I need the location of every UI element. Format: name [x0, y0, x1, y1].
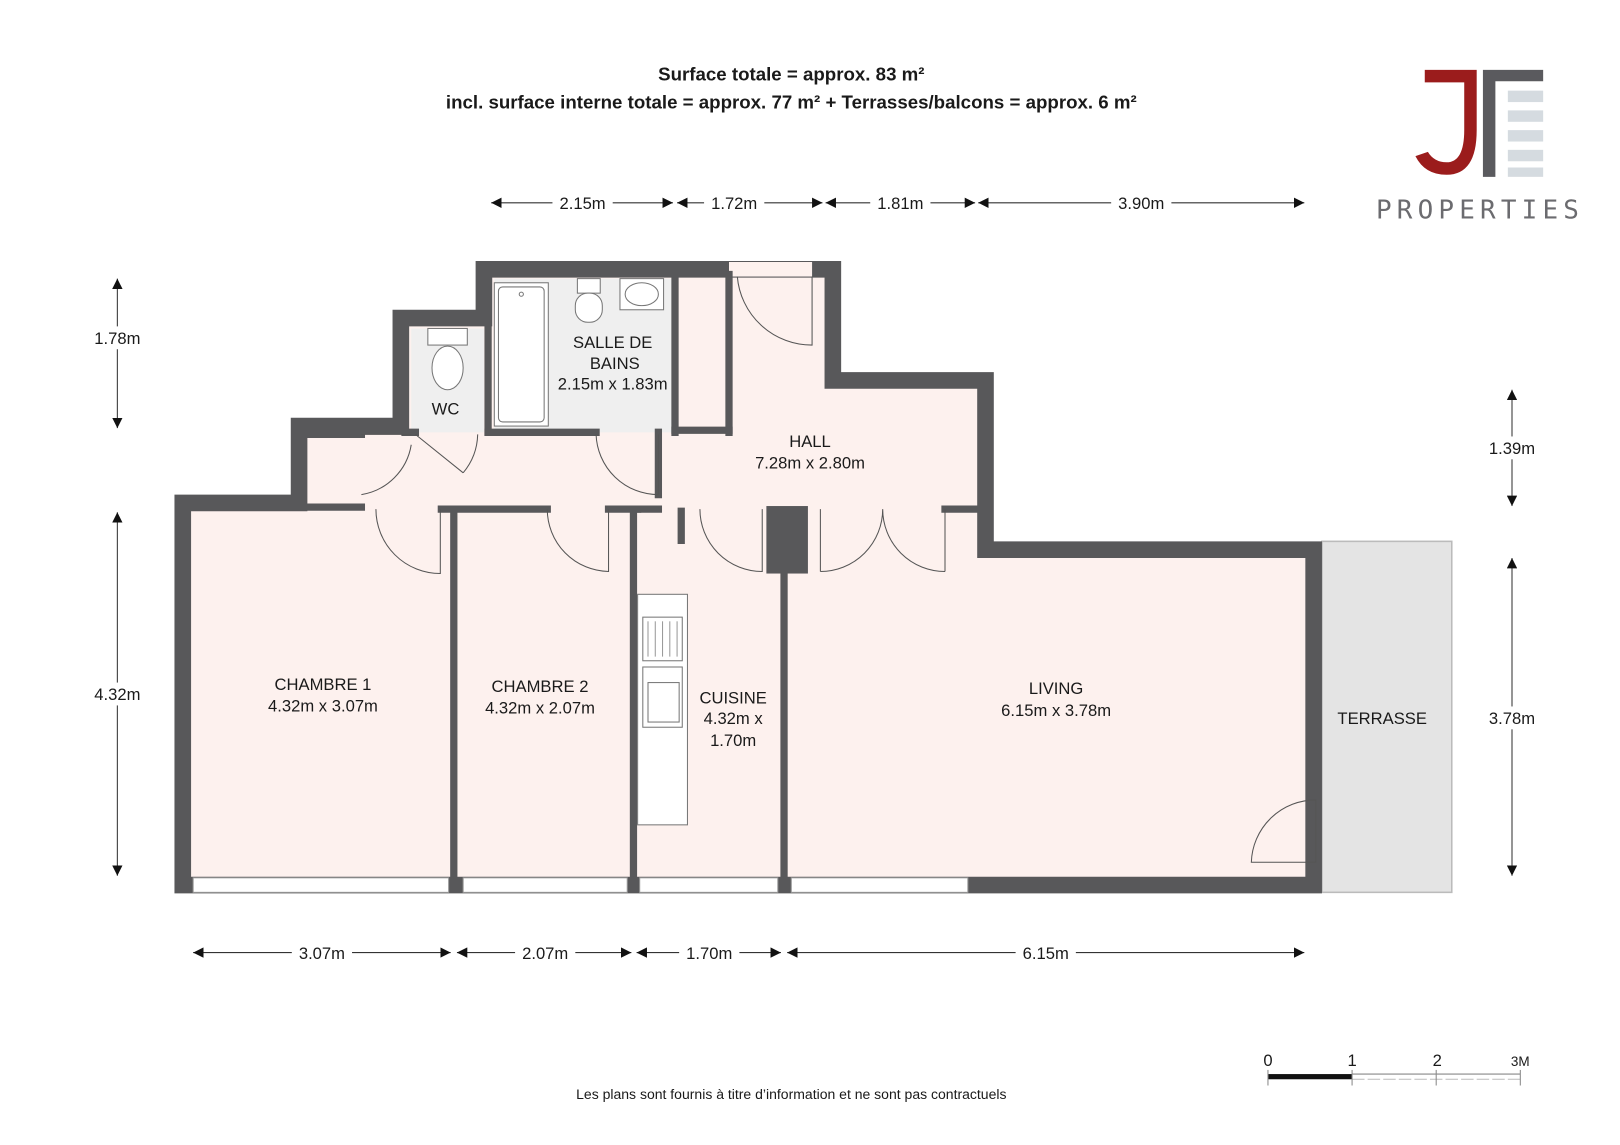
- doors: [361, 276, 1317, 863]
- bath-toilet-icon: [574, 278, 603, 323]
- wc-name: WC: [432, 400, 460, 419]
- dim-left-2: 4.32m: [94, 685, 140, 704]
- chambre1-name: CHAMBRE 1: [275, 675, 372, 694]
- dim-top-3: 1.81m: [877, 194, 923, 213]
- logo-name: PROPERTIES: [1376, 195, 1584, 225]
- living-name: LIVING: [1029, 679, 1083, 698]
- dim-top-1: 2.15m: [559, 194, 605, 213]
- bathtub-icon: [493, 282, 549, 427]
- cuisine-size-1: 4.32m x: [704, 709, 764, 728]
- scale-label-3: 3M: [1511, 1054, 1530, 1069]
- surface-breakdown: incl. surface interne totale = approx. 7…: [446, 91, 1137, 112]
- sink-icon: [619, 278, 665, 311]
- chambre2-size: 4.32m x 2.07m: [485, 699, 595, 718]
- dim-right-2: 3.78m: [1489, 709, 1535, 728]
- scale-label-1: 1: [1347, 1051, 1356, 1070]
- interior-walls: [183, 270, 980, 889]
- scale-label-0: 0: [1263, 1051, 1272, 1070]
- dim-right-1: 1.39m: [1489, 439, 1535, 458]
- exterior-wall: [174, 260, 1322, 894]
- chambre1-size: 4.32m x 3.07m: [268, 697, 378, 716]
- dim-bottom-4: 6.15m: [1023, 944, 1069, 963]
- terrasse-name: TERRASSE: [1337, 709, 1427, 728]
- chambre2-name: CHAMBRE 2: [492, 677, 589, 696]
- hall-size: 7.28m x 2.80m: [755, 454, 865, 473]
- jt-properties-logo: PROPERTIES: [1376, 69, 1584, 225]
- scale-label-2: 2: [1433, 1051, 1442, 1070]
- terrace-area: [1321, 540, 1453, 894]
- hall-name: HALL: [789, 432, 831, 451]
- cuisine-name: CUISINE: [699, 688, 766, 707]
- bathroom-name-1: SALLE DE: [573, 333, 652, 352]
- disclaimer: Les plans sont fournis à titre d’informa…: [576, 1086, 1006, 1102]
- kitchen-counter: [637, 593, 688, 826]
- dim-bottom-3: 1.70m: [686, 944, 732, 963]
- cuisine-size-2: 1.70m: [710, 731, 756, 750]
- dim-top-4: 3.90m: [1118, 194, 1164, 213]
- bathroom-size: 2.15m x 1.83m: [558, 375, 668, 394]
- dim-bottom-1: 3.07m: [299, 944, 345, 963]
- apartment-floor: [182, 269, 1314, 886]
- dim-left-1: 1.78m: [94, 329, 140, 348]
- windows: [192, 877, 969, 893]
- dim-bottom-2: 2.07m: [522, 944, 568, 963]
- living-size: 6.15m x 3.78m: [1001, 701, 1111, 720]
- dim-top-2: 1.72m: [711, 194, 757, 213]
- wc-toilet-icon: [427, 327, 468, 391]
- scale-bar: 0 1 2 3M: [1263, 1051, 1530, 1086]
- room-labels: SALLE DE BAINS 2.15m x 1.83m WC HALL 7.2…: [268, 333, 1427, 750]
- pillar: [766, 506, 808, 574]
- bathroom-name-2: BAINS: [590, 354, 640, 373]
- total-surface-title: Surface totale = approx. 83 m²: [658, 63, 924, 84]
- dimension-lines: 2.15m 1.72m 1.81m 3.90m 3.07m 2.07m 1.70…: [89, 191, 1542, 964]
